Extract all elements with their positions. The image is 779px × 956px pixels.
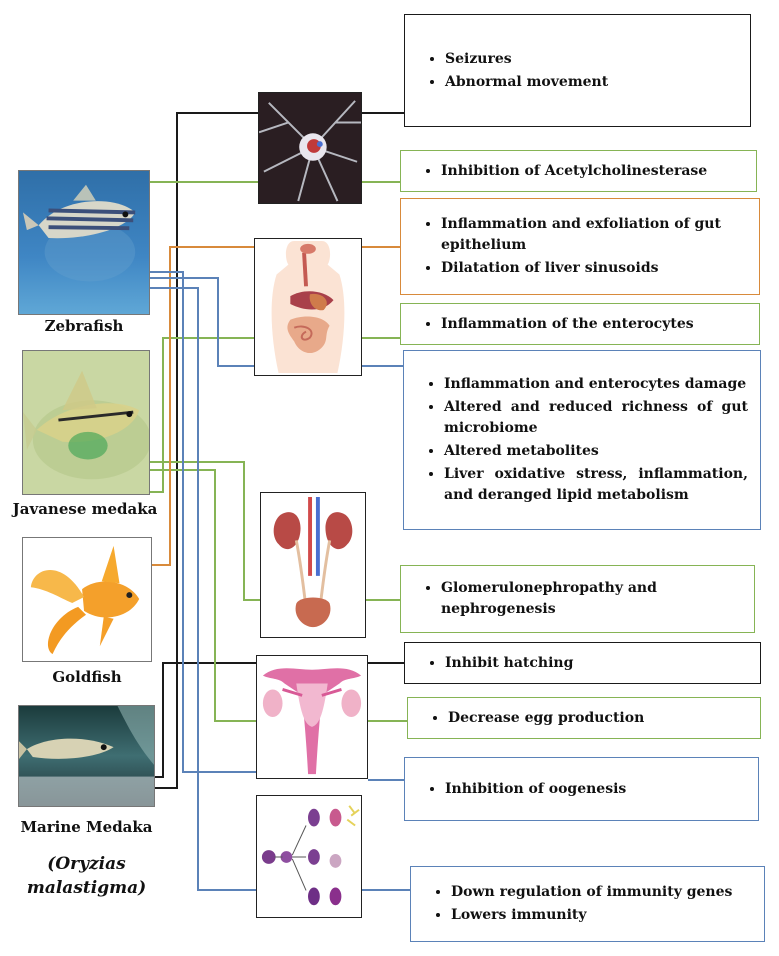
connector-green-gut [150,337,254,493]
kidney-image [260,492,366,638]
effect-item: Altered and reduced richness of gut micr… [444,397,748,439]
effect-item: Down regulation of immunity genes [451,882,752,903]
connector-black-repro [155,662,256,778]
effect-neuro-seizures: Seizures Abnormal movement [404,14,751,127]
effect-repro-egg: Decrease egg production [407,697,761,739]
connector-blue-immune [150,287,256,891]
effect-item: Inhibit hatching [445,653,748,674]
effect-immunity: Down regulation of immunity genes Lowers… [410,866,765,942]
effect-item: Glomerulonephropathy and nephrogenesis [441,578,742,620]
goldfish-image [22,537,152,662]
effect-item: Inflammation of the enterocytes [441,314,747,335]
connector-green-repro [150,469,256,722]
marine-medaka-image [18,705,155,807]
effect-item: Decrease egg production [448,708,748,729]
effect-item: Inhibition of Acetylcholinesterase [441,161,744,182]
effect-item: Dilatation of liver sinusoids [441,258,747,279]
scientific-name-line1: (Oryzias [47,854,126,874]
effect-gut-epithelium: Inflammation and exfoliation of gut epit… [400,198,760,295]
scientific-name-line2: malastigma) [26,878,147,898]
connector-orange-gut [152,246,254,566]
zebrafish-image [18,170,150,315]
neuron-image [258,92,362,204]
reproductive-system-image [256,655,368,779]
effect-gut-enterocytes: Inflammation of the enterocytes [400,303,760,345]
marine-medaka-label: Marine Medaka [20,818,153,836]
javanese-medaka-label: Javanese medaka [12,500,158,518]
scientific-name: (Oryzias malastigma) [8,852,165,900]
effect-item: Liver oxidative stress, inflammation, an… [444,464,748,506]
zebrafish-label: Zebrafish [44,317,124,335]
effect-item: Inflammation and exfoliation of gut epit… [441,214,747,256]
connector-blue-repro [150,271,256,773]
digestive-system-image [254,238,362,376]
effect-item: Altered metabolites [444,441,748,462]
effect-item: Lowers immunity [451,905,752,926]
blood-cells-image [256,795,362,918]
effect-repro-hatching: Inhibit hatching [404,642,761,684]
effect-gut-microbiome: Inflammation and enterocytes damage Alte… [403,350,761,530]
effect-item: Abnormal movement [445,72,738,93]
effect-neuro-ache: Inhibition of Acetylcholinesterase [400,150,757,192]
goldfish-label: Goldfish [52,668,122,686]
connector-green-kidney [150,461,260,601]
effect-item: Seizures [445,49,738,70]
javanese-medaka-image [22,350,150,495]
connector-blue-gut [150,277,254,367]
effect-item: Inflammation and enterocytes damage [444,374,748,395]
connector-black-neuron [155,112,260,789]
effect-kidney: Glomerulonephropathy and nephrogenesis [400,565,755,633]
effect-repro-oogenesis: Inhibition of oogenesis [404,757,759,821]
effect-item: Inhibition of oogenesis [445,779,746,800]
